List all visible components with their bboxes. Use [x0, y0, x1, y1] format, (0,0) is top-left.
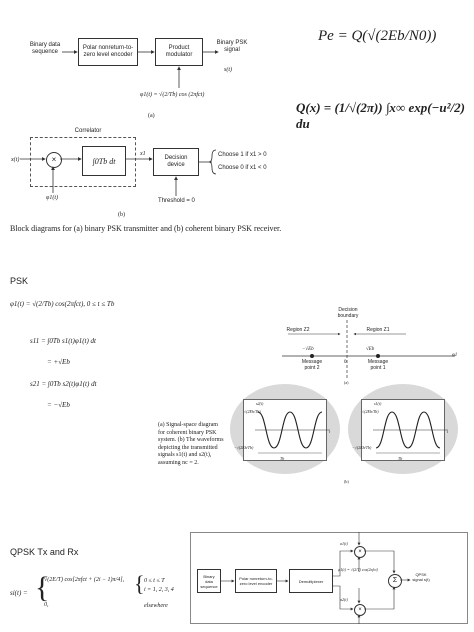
s2-wave-amp: √(2Eb/Tb) — [244, 409, 261, 414]
qpsk-output-label: QPSK signal s(t) — [412, 572, 430, 582]
s21-result: = −√Eb — [47, 401, 70, 409]
a1-label: a1(t) — [340, 541, 348, 546]
qpsk-eq-brace: { — [35, 571, 50, 604]
pos-eb-label: √Eb — [366, 347, 375, 352]
s2-wave-title: s2(t) — [256, 401, 264, 406]
pe-formula: Pe = Q(√(2Eb/N0)) — [318, 28, 437, 44]
region-z1-label: Region Z1 — [366, 327, 390, 333]
demultiplexer-block: Demultiplexer — [289, 569, 333, 593]
qpsk-cond1: 0 ≤ t ≤ T — [144, 578, 165, 584]
s1-wave-title: s1(t) — [374, 401, 382, 406]
decision-device-block: Decision device — [153, 148, 199, 176]
output-symbol: s(t) — [224, 67, 232, 73]
psk-basis-function: φ1(t) = √(2/Tb) cos(2πfct), 0 ≤ t ≤ Tb — [10, 300, 115, 308]
s21-integral: s21 = ∫0Tb s2(t)φ1(t) dt — [30, 380, 97, 388]
origin-label: 0 — [344, 360, 347, 365]
qpsk-encoder-block: Polar nonreturn-to-zero level encoder — [235, 569, 277, 593]
qpsk-cond1b: i = 1, 2, 3, 4 — [144, 587, 174, 593]
choose-0-rule: Choose 0 if x1 < 0 — [218, 165, 267, 171]
integrator-block: ∫0Tb dt — [82, 146, 126, 176]
qpsk-eq-case1: √(2E/T) cos[2πfct + (2i − 1)π/4], — [44, 577, 125, 583]
psk-heading: PSK — [10, 276, 29, 286]
signal-space-caption: (a) Signal-space diagram for coherent bi… — [158, 422, 224, 466]
qpsk-input-block: Binary data sequence — [197, 569, 221, 593]
fig-b-tag: (b) — [118, 212, 125, 218]
fig-a-tag: (a) — [148, 113, 155, 119]
qpsk-diagram-frame — [190, 532, 468, 624]
s1-wave-neg: −√(2Eb/Tb) — [352, 445, 372, 450]
correlator-dashed-box — [30, 137, 136, 187]
region-z2-label: Region Z2 — [286, 327, 310, 333]
phi1-axis-label: φ1 — [452, 353, 458, 358]
phi1-qpsk-label: φ1(t) = √(2/T) cos(2πfct) — [338, 567, 378, 572]
q-function-formula: Q(x) = (1/√(2π)) ∫x∞ exp(−u²/2) du — [296, 100, 465, 131]
correlator-label: Correlator — [74, 128, 102, 134]
s11-integral: s11 = ∫0Tb s1(t)φ1(t) dt — [30, 337, 96, 345]
qpsk-eq-lhs: si(t) = — [10, 589, 28, 597]
threshold-label: Threshold = 0 — [158, 198, 195, 204]
message-point-2-label: Message point 2 — [301, 359, 323, 371]
s1-wave-amp: √(2Eb/Tb) — [362, 409, 379, 414]
qpsk-heading: QPSK Tx and Rx — [10, 547, 79, 557]
block-diagram-caption: Block diagrams for (a) binary PSK transm… — [10, 224, 282, 233]
a2-label: a2(t) — [340, 597, 348, 602]
carrier-label-b: φ1(t) — [46, 195, 58, 201]
input-label: Binary data sequence — [29, 42, 61, 55]
qpsk-cond-brace: { — [134, 571, 145, 596]
carrier-formula-a: φ1(t) = √(2/Tb) cos (2πfct) — [140, 92, 205, 98]
encoder-block: Polar nonreturn-to-zero level encoder — [78, 38, 138, 66]
choose-1-rule: Choose 1 if x1 > 0 — [218, 152, 267, 158]
qpsk-eq-case2: 0, — [44, 602, 49, 608]
s2-wave-tb: Tb — [280, 456, 285, 461]
receiver-input-symbol: x(t) — [11, 157, 20, 163]
s2-wave-neg: −√(2Eb/Tb) — [234, 445, 254, 450]
s2-wave-t: t — [329, 429, 331, 434]
product-modulator-block: Product modulator — [155, 38, 203, 66]
message-point-1-label: Message point 1 — [367, 359, 389, 371]
space-tag-a: (a) — [344, 380, 349, 385]
neg-eb-label: −√Eb — [302, 347, 314, 352]
x1-label: x1 — [140, 151, 146, 157]
space-tag-b: (b) — [344, 479, 349, 484]
output-label: Binary PSK signal — [216, 40, 248, 53]
s1-wave-t: t — [447, 429, 449, 434]
qpsk-cond2: elsewhere — [144, 603, 168, 609]
s11-result: = +√Eb — [47, 358, 70, 366]
decision-boundary-label: Decision boundary — [337, 307, 359, 319]
s1-wave-tb: Tb — [398, 456, 403, 461]
